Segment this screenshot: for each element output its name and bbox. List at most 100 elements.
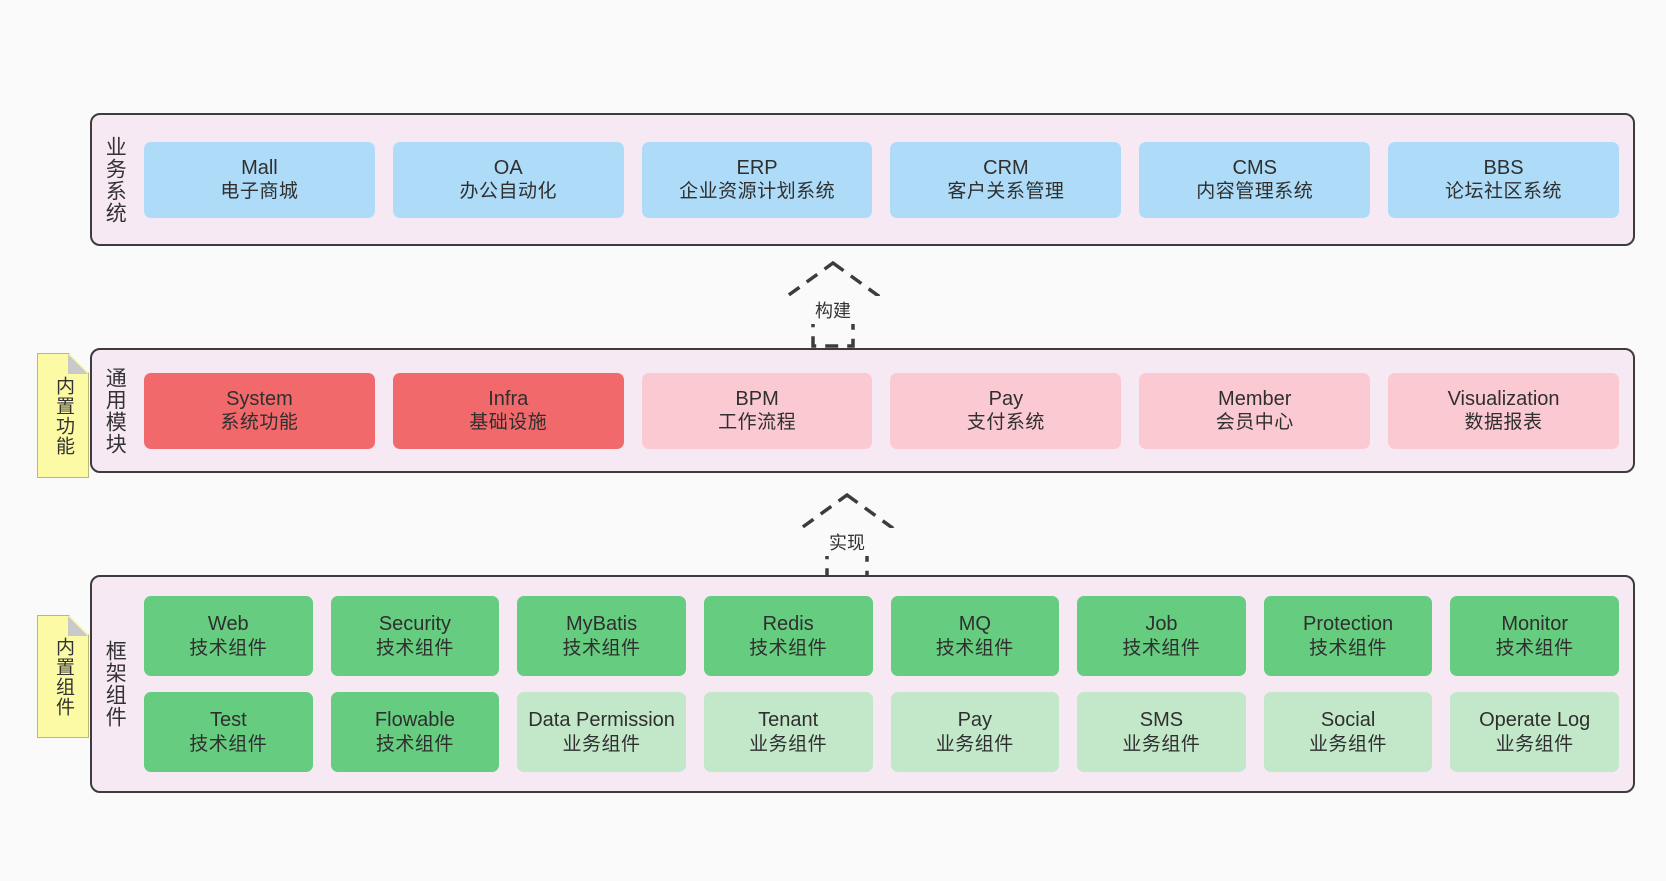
layer-business-systems: 业务系统 Mall 电子商城 OA 办公自动化 ERP 企业资源计划系统 CRM xyxy=(90,113,1635,246)
card-subtitle: 会员中心 xyxy=(1215,412,1294,434)
card-subtitle: 技术组件 xyxy=(375,733,454,755)
layer-body-framework-components: Web 技术组件 Security 技术组件 MyBatis 技术组件 Redi… xyxy=(136,577,1633,791)
layer-title-common-modules: 通用模块 xyxy=(103,366,127,455)
card-member[interactable]: Member 会员中心 xyxy=(1139,372,1371,449)
card-data-permission[interactable]: Data Permission 业务组件 xyxy=(517,692,686,772)
card-flowable[interactable]: Flowable 技术组件 xyxy=(330,692,500,772)
card-title: Member xyxy=(1218,387,1292,410)
card-subtitle: 业务组件 xyxy=(562,733,641,755)
note-builtin-components: 内置组件 xyxy=(37,615,89,738)
card-title: Data Permission xyxy=(528,709,675,732)
layer-body-common-modules: System 系统功能 Infra 基础设施 BPM 工作流程 Pay 支付系统… xyxy=(136,350,1633,471)
card-pay-business[interactable]: Pay 业务组件 xyxy=(890,692,1060,772)
card-subtitle: 工作流程 xyxy=(718,412,797,434)
card-subtitle: 技术组件 xyxy=(1309,637,1388,659)
card-subtitle: 业务组件 xyxy=(749,733,828,755)
card-title: Redis xyxy=(762,613,814,636)
card-erp[interactable]: ERP 企业资源计划系统 xyxy=(641,141,873,218)
card-subtitle: 技术组件 xyxy=(189,637,268,659)
card-title: Protection xyxy=(1303,613,1394,636)
layer-body-business-systems: Mall 电子商城 OA 办公自动化 ERP 企业资源计划系统 CRM 客户关系… xyxy=(136,115,1633,244)
card-subtitle: 技术组件 xyxy=(1495,637,1574,659)
card-subtitle: 技术组件 xyxy=(562,637,641,659)
card-subtitle: 企业资源计划系统 xyxy=(679,181,836,203)
card-subtitle: 业务组件 xyxy=(1309,733,1388,755)
card-title: CMS xyxy=(1232,156,1277,179)
card-mybatis[interactable]: MyBatis 技术组件 xyxy=(517,596,686,676)
card-title: Job xyxy=(1145,613,1178,636)
card-subtitle: 客户关系管理 xyxy=(947,181,1065,203)
card-social[interactable]: Social 业务组件 xyxy=(1263,692,1433,772)
card-subtitle: 内容管理系统 xyxy=(1196,181,1314,203)
card-pay[interactable]: Pay 支付系统 xyxy=(890,372,1122,449)
note-fold-corner-icon xyxy=(68,616,88,636)
layer-framework-components: 框架组件 Web 技术组件 Security 技术组件 MyBatis 技术组件… xyxy=(90,575,1635,793)
card-row: Web 技术组件 Security 技术组件 MyBatis 技术组件 Redi… xyxy=(144,596,1619,676)
card-mall[interactable]: Mall 电子商城 xyxy=(144,141,375,218)
card-row: Test 技术组件 Flowable 技术组件 Data Permission … xyxy=(144,692,1619,772)
card-subtitle: 数据报表 xyxy=(1464,412,1543,434)
card-title: Test xyxy=(209,709,247,732)
card-title: Flowable xyxy=(374,709,455,732)
card-monitor[interactable]: Monitor 技术组件 xyxy=(1450,596,1619,676)
card-sms[interactable]: SMS 业务组件 xyxy=(1077,692,1246,772)
card-title: Web xyxy=(207,613,249,636)
connector-implement: 实现 xyxy=(772,490,922,580)
card-web[interactable]: Web 技术组件 xyxy=(144,596,313,676)
note-label: 内置组件 xyxy=(53,636,75,717)
card-title: Mall xyxy=(241,156,278,179)
card-title: BBS xyxy=(1483,156,1524,179)
card-title: Visualization xyxy=(1447,387,1560,410)
card-title: CRM xyxy=(983,156,1029,179)
card-crm[interactable]: CRM 客户关系管理 xyxy=(890,141,1122,218)
card-title: SMS xyxy=(1139,709,1184,732)
card-infra[interactable]: Infra 基础设施 xyxy=(392,372,624,449)
card-operate-log[interactable]: Operate Log 业务组件 xyxy=(1450,692,1619,772)
layer-common-modules: 通用模块 System 系统功能 Infra 基础设施 BPM 工作流程 Pay xyxy=(90,348,1635,473)
card-subtitle: 业务组件 xyxy=(935,733,1014,755)
note-fold-corner-icon xyxy=(68,354,88,374)
card-title: Tenant xyxy=(758,709,819,732)
card-subtitle: 技术组件 xyxy=(375,637,454,659)
card-oa[interactable]: OA 办公自动化 xyxy=(392,141,624,218)
card-bbs[interactable]: BBS 论坛社区系统 xyxy=(1388,141,1619,218)
card-title: Monitor xyxy=(1501,613,1569,636)
card-system[interactable]: System 系统功能 xyxy=(144,372,375,449)
card-subtitle: 技术组件 xyxy=(189,733,268,755)
card-subtitle: 技术组件 xyxy=(749,637,828,659)
card-title: Security xyxy=(378,613,452,636)
layer-title-framework-components: 框架组件 xyxy=(103,640,127,728)
card-security[interactable]: Security 技术组件 xyxy=(330,596,500,676)
card-bpm[interactable]: BPM 工作流程 xyxy=(641,372,873,449)
card-subtitle: 论坛社区系统 xyxy=(1445,181,1563,203)
card-mq[interactable]: MQ 技术组件 xyxy=(890,596,1060,676)
card-job[interactable]: Job 技术组件 xyxy=(1077,596,1246,676)
card-subtitle: 基础设施 xyxy=(469,412,548,434)
card-title: Infra xyxy=(488,387,529,410)
card-row: System 系统功能 Infra 基础设施 BPM 工作流程 Pay 支付系统… xyxy=(144,372,1619,449)
card-title: Operate Log xyxy=(1479,709,1591,732)
card-row: Mall 电子商城 OA 办公自动化 ERP 企业资源计划系统 CRM 客户关系… xyxy=(144,141,1619,218)
card-redis[interactable]: Redis 技术组件 xyxy=(703,596,873,676)
card-subtitle: 电子商城 xyxy=(220,181,299,203)
card-title: BPM xyxy=(735,387,779,410)
card-subtitle: 业务组件 xyxy=(1495,733,1574,755)
card-visualization[interactable]: Visualization 数据报表 xyxy=(1388,372,1619,449)
card-title: MyBatis xyxy=(566,613,638,636)
card-test[interactable]: Test 技术组件 xyxy=(144,692,313,772)
card-tenant[interactable]: Tenant 业务组件 xyxy=(703,692,873,772)
card-protection[interactable]: Protection 技术组件 xyxy=(1263,596,1433,676)
card-cms[interactable]: CMS 内容管理系统 xyxy=(1139,141,1371,218)
card-title: OA xyxy=(493,156,523,179)
card-subtitle: 技术组件 xyxy=(935,637,1014,659)
generalization-arrow-icon xyxy=(776,492,918,580)
card-title: ERP xyxy=(736,156,778,179)
note-label: 内置功能 xyxy=(53,375,75,456)
card-subtitle: 业务组件 xyxy=(1122,733,1201,755)
note-builtin-features: 内置功能 xyxy=(37,353,89,478)
card-title: Pay xyxy=(988,387,1024,410)
card-subtitle: 技术组件 xyxy=(1122,637,1201,659)
card-title: Pay xyxy=(957,709,993,732)
layer-title-business-systems: 业务系统 xyxy=(103,135,127,224)
